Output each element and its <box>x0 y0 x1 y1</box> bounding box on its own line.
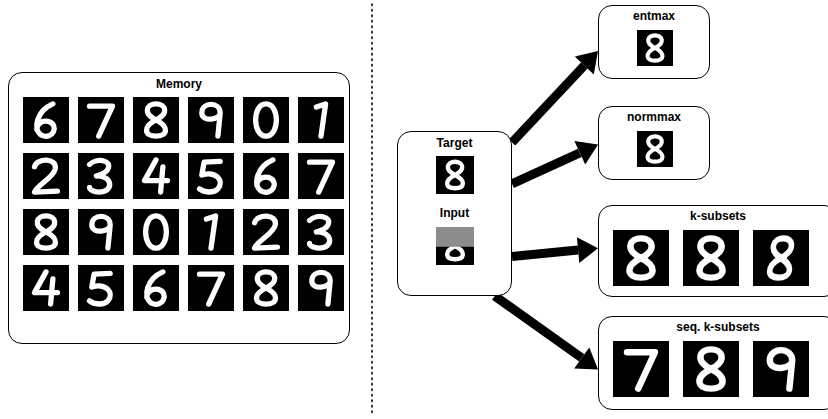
panel-box: k-subsets <box>598 205 828 297</box>
box-title: seq. k-subsets <box>599 320 828 335</box>
box-title: Input <box>398 206 511 221</box>
digit-image <box>436 156 474 194</box>
digit-image <box>243 209 289 255</box>
digit-image <box>188 265 234 311</box>
digit-image <box>133 97 179 143</box>
digit-image <box>188 97 234 143</box>
digit-image <box>683 230 739 286</box>
digit-image <box>243 153 289 199</box>
digit-image <box>133 153 179 199</box>
thick-arrow <box>492 292 598 369</box>
panel-box: entmax <box>598 5 710 79</box>
box-title: k-subsets <box>599 209 828 224</box>
dotted-separator <box>371 4 373 415</box>
box-title: entmax <box>599 9 709 24</box>
panel-box: seq. k-subsets <box>598 316 828 410</box>
digit-image <box>436 227 474 265</box>
digit-image <box>613 230 669 286</box>
digit-image <box>613 341 669 397</box>
digit-image <box>298 97 344 143</box>
box-title: Memory <box>9 77 349 92</box>
digit-image <box>23 209 69 255</box>
digit-image <box>683 341 739 397</box>
digit-image <box>23 153 69 199</box>
panel-box: TargetInput <box>397 131 512 296</box>
digit-image <box>243 265 289 311</box>
digit-image <box>78 209 124 255</box>
digit-image <box>133 209 179 255</box>
box-title: normmax <box>599 110 709 125</box>
box-title: Target <box>398 136 511 151</box>
panel-box: Memory <box>8 72 350 344</box>
digit-image <box>78 97 124 143</box>
panel-box: normmax <box>598 106 710 180</box>
digit-image <box>753 230 809 286</box>
digit-image <box>298 209 344 255</box>
digit-image <box>188 153 234 199</box>
digit-image <box>23 265 69 311</box>
digit-image <box>78 265 124 311</box>
thick-arrow <box>509 51 598 146</box>
thick-arrow <box>512 237 598 263</box>
digit-image <box>243 97 289 143</box>
digit-image <box>188 209 234 255</box>
digit-image <box>298 153 344 199</box>
digit-image <box>23 97 69 143</box>
digit-image <box>298 265 344 311</box>
digit-image <box>637 131 673 167</box>
digit-image <box>637 30 673 66</box>
digit-image <box>78 153 124 199</box>
digit-image <box>133 265 179 311</box>
thick-arrow <box>510 141 598 188</box>
digit-image <box>753 341 809 397</box>
